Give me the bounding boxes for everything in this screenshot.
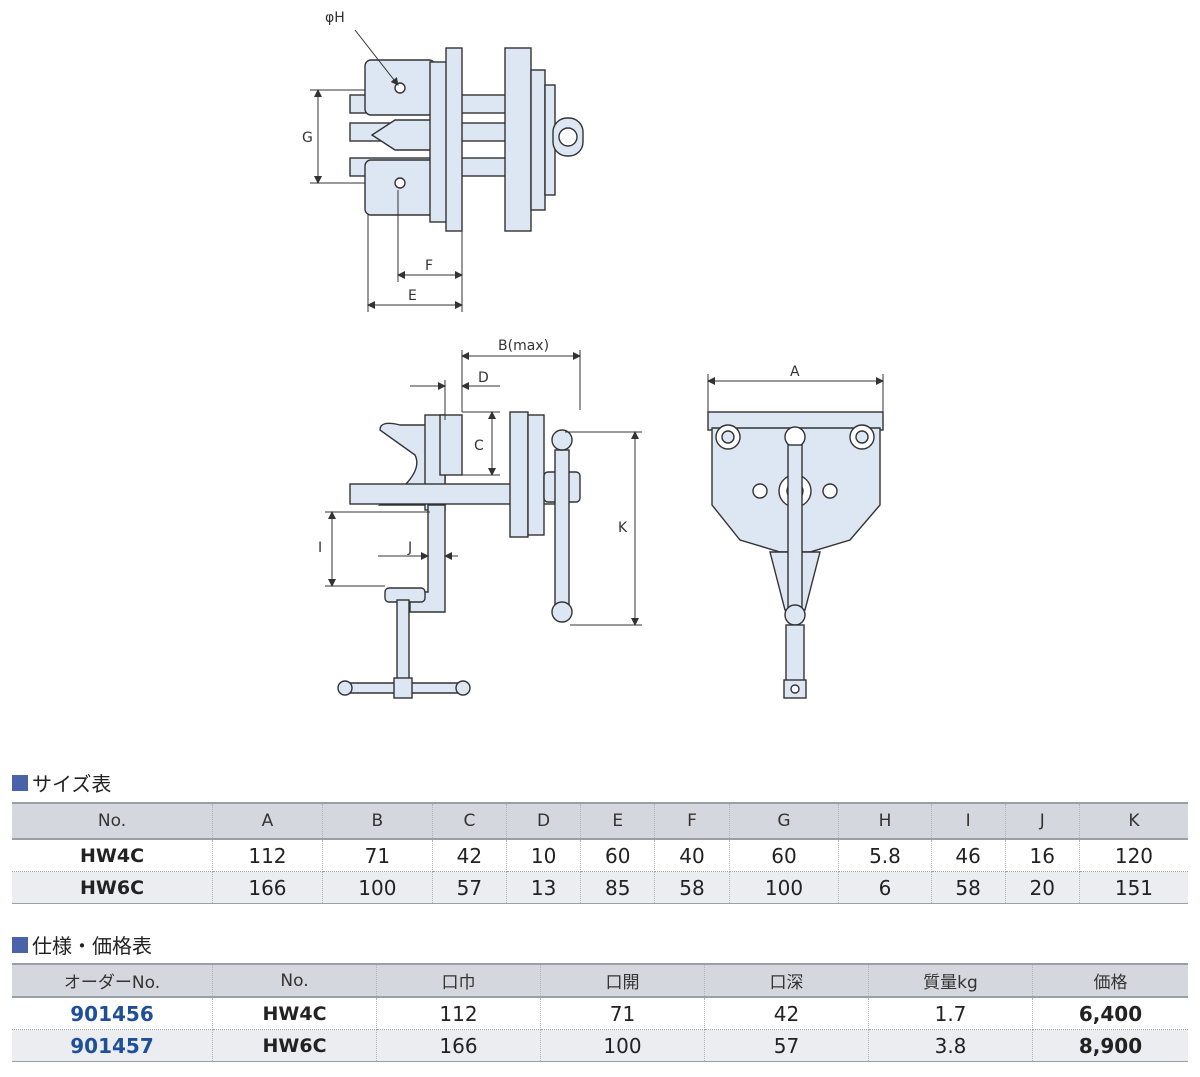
size-cell: 13 xyxy=(506,871,582,904)
price-col-no: No. xyxy=(212,963,377,998)
price-cell: 100 xyxy=(540,1029,705,1062)
size-cell: 16 xyxy=(1005,839,1080,872)
price-cell-model: HW6C xyxy=(212,1029,377,1062)
price-cell: 42 xyxy=(704,997,869,1030)
size-col-g: G xyxy=(729,802,840,840)
top-view xyxy=(349,47,584,232)
size-col-a: A xyxy=(212,802,323,840)
price-cell: 112 xyxy=(376,997,541,1030)
size-table-heading: サイズ表 xyxy=(12,768,111,797)
label-e: E xyxy=(408,288,417,304)
size-cell: 151 xyxy=(1079,871,1188,904)
price-cell: 166 xyxy=(376,1029,541,1062)
size-cell: 100 xyxy=(729,871,840,904)
label-k: K xyxy=(618,520,628,536)
size-col-d: D xyxy=(506,802,582,840)
size-col-no: No. xyxy=(12,802,213,840)
label-c: C xyxy=(474,438,484,454)
price-col-price: 価格 xyxy=(1032,963,1188,998)
table-row: 901456 HW4C 112 71 42 1.7 6,400 xyxy=(12,997,1188,1030)
size-cell: 58 xyxy=(654,871,730,904)
heading-marker xyxy=(12,936,28,953)
order-number: 901457 xyxy=(12,1029,213,1062)
size-cell-model: HW4C xyxy=(12,839,213,872)
price-cell-model: HW4C xyxy=(212,997,377,1030)
label-f: F xyxy=(425,258,433,274)
price-table-heading: 仕様・価格表 xyxy=(12,930,152,959)
price-col-opening: 口開 xyxy=(540,963,705,998)
price-cell: 57 xyxy=(704,1029,869,1062)
size-cell: 120 xyxy=(1079,839,1188,872)
size-col-h: H xyxy=(838,802,932,840)
table-row: 901457 HW6C 166 100 57 3.8 8,900 xyxy=(12,1029,1188,1062)
size-cell: 71 xyxy=(322,839,433,872)
label-phi-h: φH xyxy=(325,10,345,26)
size-cell: 6 xyxy=(838,871,932,904)
size-col-b: B xyxy=(322,802,433,840)
size-cell: 166 xyxy=(212,871,323,904)
size-cell: 40 xyxy=(654,839,730,872)
front-view xyxy=(707,411,884,699)
label-d: D xyxy=(478,370,489,386)
price-value: 8,900 xyxy=(1032,1029,1188,1062)
label-i: I xyxy=(318,540,322,556)
size-table-title: サイズ表 xyxy=(32,772,112,796)
table-row: HW4C 112 71 42 10 60 40 60 5.8 46 16 120 xyxy=(12,839,1188,872)
side-view xyxy=(337,411,581,699)
size-col-i: I xyxy=(931,802,1006,840)
price-table: オーダーNo. No. 口巾 口開 口深 質量kg 価格 901456 HW4C… xyxy=(12,963,1188,1062)
heading-marker xyxy=(12,774,28,791)
label-g: G xyxy=(302,130,313,146)
size-table: No. A B C D E F G H I J K HW4C 112 71 42… xyxy=(12,802,1188,904)
size-cell: 42 xyxy=(432,839,508,872)
price-cell: 1.7 xyxy=(868,997,1033,1030)
size-col-f: F xyxy=(654,802,730,840)
size-cell: 46 xyxy=(931,839,1006,872)
size-col-k: K xyxy=(1079,802,1188,840)
price-col-mass: 質量kg xyxy=(868,963,1033,998)
size-cell: 60 xyxy=(580,839,656,872)
label-j: J xyxy=(407,540,412,556)
price-value: 6,400 xyxy=(1032,997,1188,1030)
price-col-width: 口巾 xyxy=(376,963,541,998)
size-cell: 58 xyxy=(931,871,1006,904)
label-a: A xyxy=(790,364,800,380)
size-cell: 85 xyxy=(580,871,656,904)
size-cell: 20 xyxy=(1005,871,1080,904)
size-col-j: J xyxy=(1005,802,1080,840)
size-cell: 112 xyxy=(212,839,323,872)
price-col-depth: 口深 xyxy=(704,963,869,998)
label-b-max: B(max) xyxy=(498,338,549,354)
order-number: 901456 xyxy=(12,997,213,1030)
price-col-order-no: オーダーNo. xyxy=(12,963,213,998)
price-table-title: 仕様・価格表 xyxy=(32,934,152,958)
size-table-header-row: No. A B C D E F G H I J K xyxy=(12,802,1188,840)
size-cell-model: HW6C xyxy=(12,871,213,904)
size-col-c: C xyxy=(432,802,508,840)
price-table-header-row: オーダーNo. No. 口巾 口開 口深 質量kg 価格 xyxy=(12,963,1188,998)
size-cell: 10 xyxy=(506,839,582,872)
price-cell: 71 xyxy=(540,997,705,1030)
size-cell: 60 xyxy=(729,839,840,872)
price-cell: 3.8 xyxy=(868,1029,1033,1062)
size-cell: 57 xyxy=(432,871,508,904)
size-cell: 5.8 xyxy=(838,839,932,872)
size-cell: 100 xyxy=(322,871,433,904)
size-col-e: E xyxy=(580,802,656,840)
table-row: HW6C 166 100 57 13 85 58 100 6 58 20 151 xyxy=(12,871,1188,904)
technical-drawing: φH G F E B(max) D C I J K A xyxy=(302,10,884,699)
